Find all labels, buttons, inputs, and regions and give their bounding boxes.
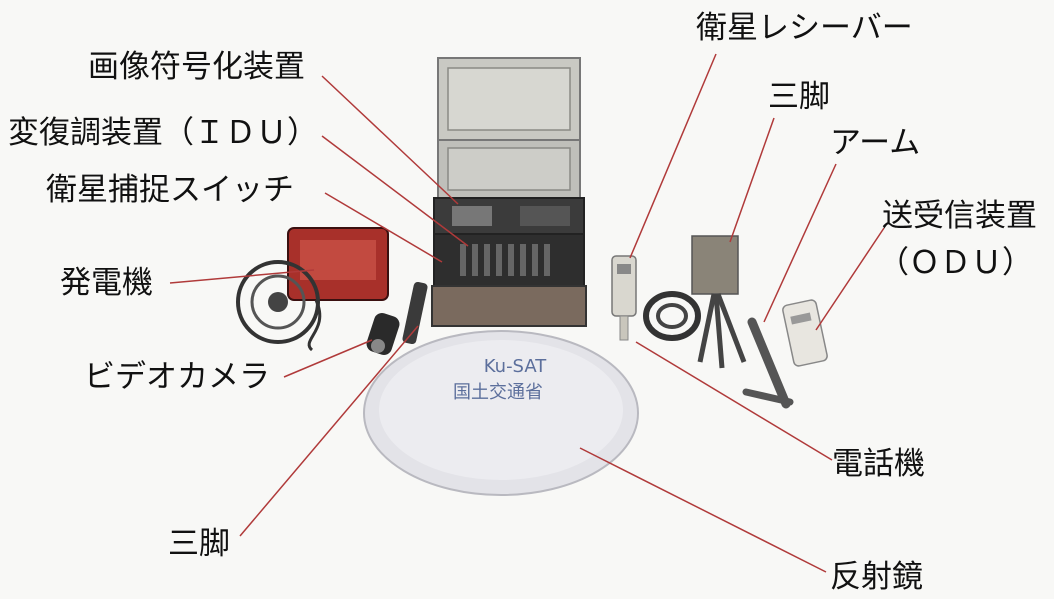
leader-line-sat-capture-switch [324,192,443,263]
leader-line-modem-idu [321,135,469,247]
leader-line-video-camera [283,339,373,378]
arm-illustration [742,317,794,409]
leader-line-odu [815,227,885,331]
label-modem-idu: 変復調装置（ＩＤＵ） [8,115,318,151]
label-odu: （ＯＤＵ） [878,245,1033,281]
generator-illustration [236,227,389,352]
leader-line-tripod-right [729,117,775,243]
leader-line-reflector [579,447,827,573]
label-transceiver: 送受信装置 [882,198,1037,234]
tripod-left-illustration [402,281,428,345]
label-video-camera: ビデオカメラ [84,359,270,395]
cable-coil-illustration [643,291,701,341]
label-satellite-receiver: 衛星レシーバー [696,10,913,46]
video-camera-illustration [366,313,400,355]
odu-transceiver-illustration [782,299,828,367]
leader-line-image-encoder [321,75,459,205]
label-tripod-left: 三脚 [168,526,230,562]
label-tripod-right: 三脚 [768,79,830,115]
leader-line-generator [169,269,315,284]
tripod-right-illustration [691,235,747,369]
label-arm: アーム [830,125,921,161]
label-image-encoder: 画像符号化装置 [88,49,305,85]
equipment-rack [431,57,587,327]
label-telephone: 電話機 [832,446,925,482]
leader-line-tripod-left [239,325,419,537]
dish-text-kusat: Ku-SAT [484,356,547,377]
label-reflector: 反射鏡 [830,559,923,595]
leader-line-telephone [635,341,833,461]
satellite-receiver-illustration [611,255,637,341]
leader-line-arm [763,163,837,323]
leader-line-sat-receiver [629,53,717,259]
dish-text-mlit: 国土交通省 [453,382,543,403]
reflector-dish-illustration: Ku-SAT 国土交通省 [363,330,639,496]
label-sat-capture-switch: 衛星捕捉スイッチ [46,172,294,208]
leader-lines [169,53,885,573]
label-generator: 発電機 [60,265,153,301]
